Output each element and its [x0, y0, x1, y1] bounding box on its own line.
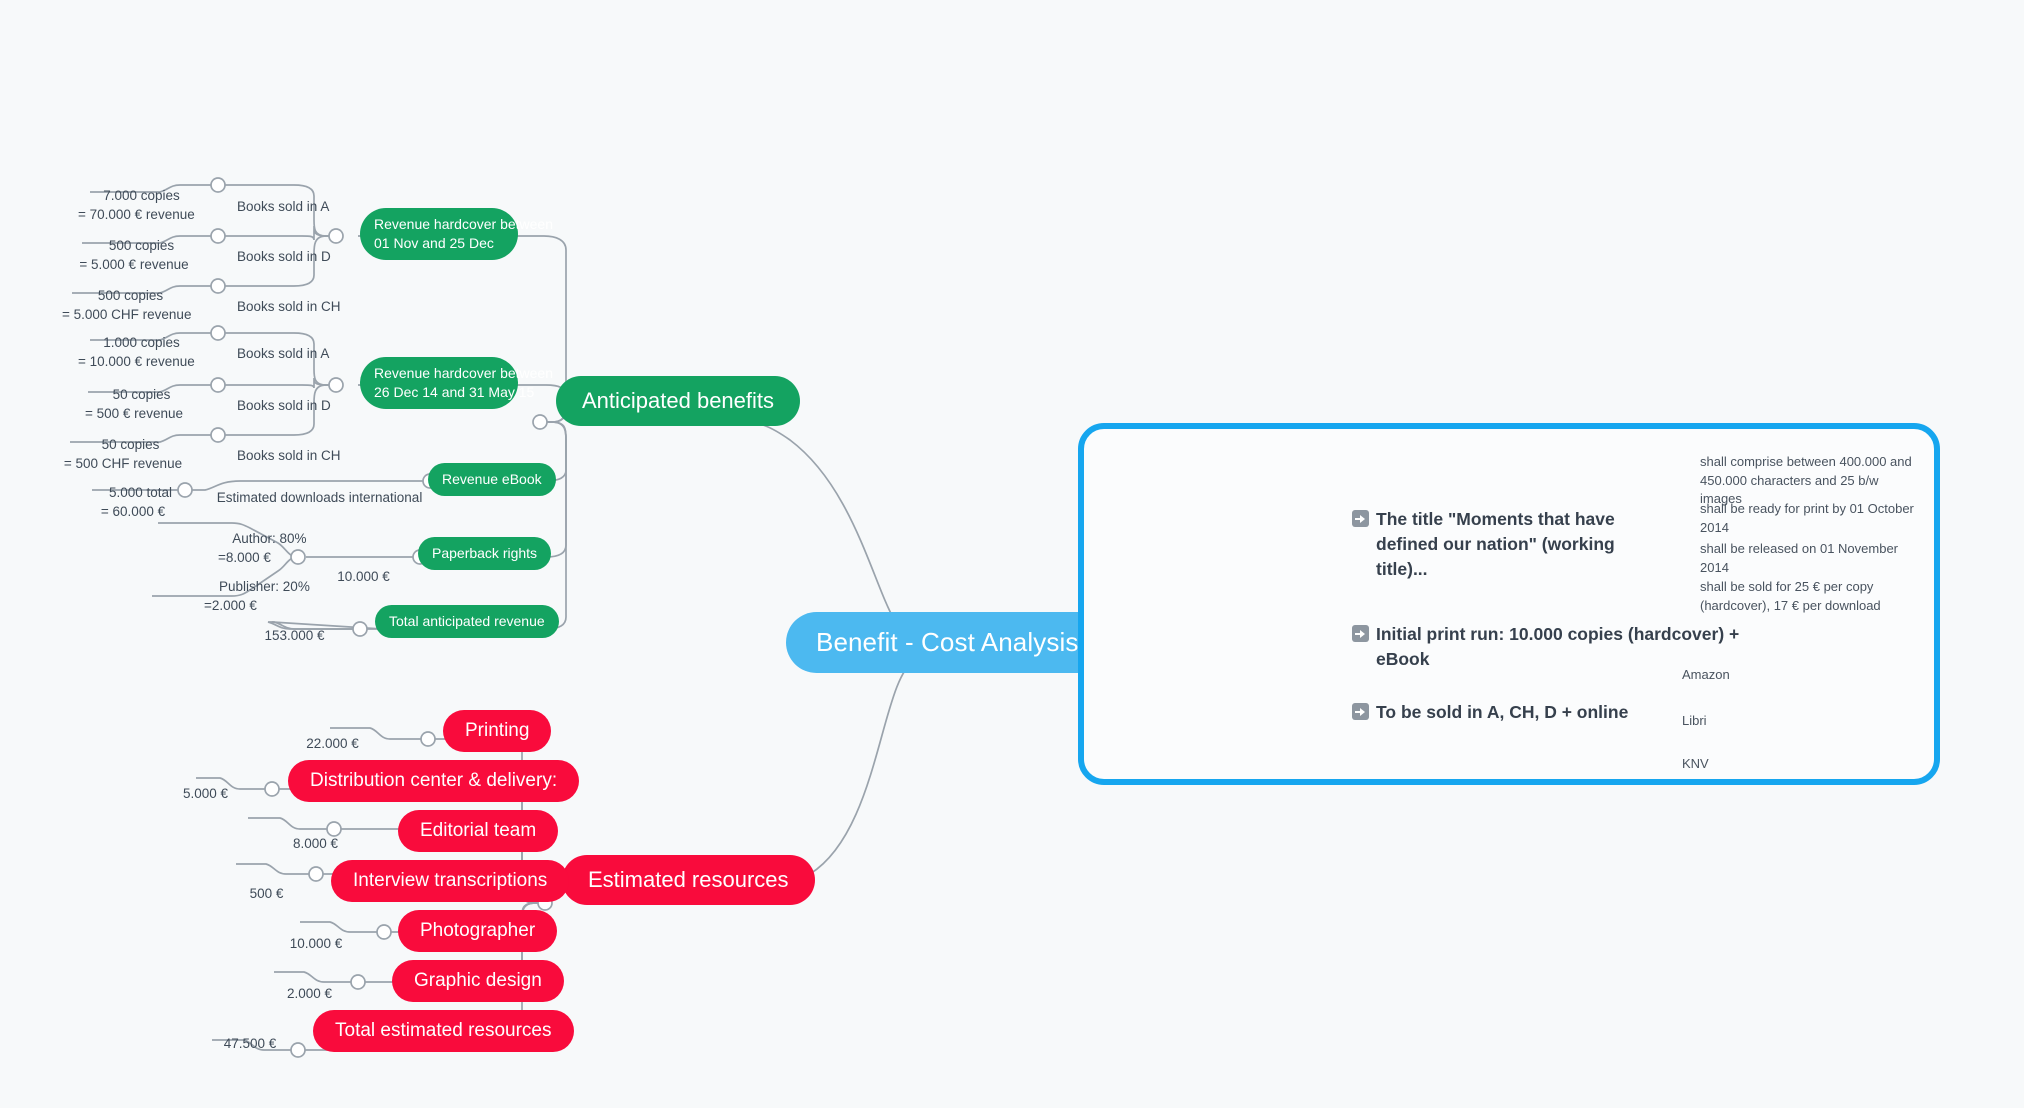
topic-printing[interactable]: Printing: [443, 710, 552, 753]
detail-topic-sales-regions-label: To be sold in A, CH, D + online: [1376, 702, 1629, 722]
right-arrow-emoji-icon: [1352, 703, 1369, 720]
leaf-copies-revenue-ch-2[interactable]: 50 copies = 500 CHF revenue: [63, 437, 183, 472]
central-node[interactable]: Benefit - Cost Analysis: [786, 612, 1109, 674]
detail-leaf-character-count[interactable]: shall comprise between 400.000 and 450.0…: [1700, 454, 1912, 507]
right-arrow-emoji-icon: [1352, 510, 1369, 527]
leaf-photographer-cost[interactable]: 10.000 €: [289, 936, 343, 952]
leaf-paperback-author-share[interactable]: Author: 80% =8.000 €: [218, 531, 307, 566]
leaf-copies-revenue-a-2[interactable]: 1.000 copies = 10.000 € revenue: [78, 335, 195, 370]
leaf-total-estimated-resources-cost[interactable]: 47.500 €: [223, 1036, 277, 1052]
right-arrow-emoji-icon: [1352, 625, 1369, 642]
branch-estimated-resources-label: Estimated resources: [588, 867, 789, 892]
detail-topic-book-title[interactable]: The title "Moments that have defined our…: [1352, 507, 1652, 582]
detail-leaf-knv[interactable]: KNV: [1682, 756, 1709, 771]
topic-revenue-hardcover-nov-dec-label: Revenue hardcover between 01 Nov and 25 …: [374, 216, 554, 251]
leaf-copies-revenue-a-1[interactable]: 7.000 copies = 70.000 € revenue: [78, 188, 195, 223]
leaf-copies-revenue-ch-1[interactable]: 500 copies = 5.000 CHF revenue: [62, 288, 192, 323]
detail-topic-initial-print-run[interactable]: Initial print run: 10.000 copies (hardco…: [1352, 622, 1772, 672]
detail-leaf-release-date[interactable]: shall be released on 01 November 2014: [1700, 541, 1899, 575]
leaf-copies-revenue-d-2[interactable]: 50 copies = 500 € revenue: [85, 387, 183, 422]
topic-editorial-team[interactable]: Editorial team: [398, 810, 559, 853]
topic-total-estimated-resources[interactable]: Total estimated resources: [313, 1010, 574, 1053]
leaf-graphic-design-cost[interactable]: 2.000 €: [286, 986, 333, 1002]
topic-revenue-hardcover-nov-dec[interactable]: Revenue hardcover between 01 Nov and 25 …: [360, 208, 553, 260]
detail-leaf-price[interactable]: shall be sold for 25 € per copy (hardcov…: [1700, 579, 1881, 613]
central-node-label: Benefit - Cost Analysis: [816, 627, 1079, 657]
subtopic-estimated-downloads-international[interactable]: Estimated downloads international: [216, 490, 423, 506]
leaf-editorial-team-cost[interactable]: 8.000 €: [292, 836, 339, 852]
subtopic-books-sold-in-d-2[interactable]: Books sold in D: [237, 398, 331, 414]
topic-photographer[interactable]: Photographer: [398, 910, 558, 953]
detail-panel-requirements: [1078, 423, 1940, 785]
leaf-total-anticipated-revenue-value[interactable]: 153.000 €: [264, 628, 325, 644]
subtopic-books-sold-in-a-2[interactable]: Books sold in A: [237, 346, 330, 362]
subtopic-books-sold-in-ch-1[interactable]: Books sold in CH: [237, 299, 341, 315]
topic-interview-transcriptions[interactable]: Interview transcriptions: [331, 860, 570, 903]
detail-leaf-print-ready-date[interactable]: shall be ready for print by 01 October 2…: [1700, 501, 1914, 535]
leaf-copies-revenue-d-1[interactable]: 500 copies = 5.000 € revenue: [79, 238, 189, 273]
detail-topic-sales-regions[interactable]: To be sold in A, CH, D + online: [1352, 700, 1652, 725]
topic-total-anticipated-revenue[interactable]: Total anticipated revenue: [375, 605, 559, 638]
subtopic-books-sold-in-ch-2[interactable]: Books sold in CH: [237, 448, 341, 464]
branch-anticipated-benefits-label: Anticipated benefits: [582, 388, 775, 413]
detail-topic-initial-print-run-label: Initial print run: 10.000 copies (hardco…: [1376, 624, 1740, 669]
leaf-distribution-cost[interactable]: 5.000 €: [182, 786, 229, 802]
leaf-ebook-downloads-total[interactable]: 5.000 total = 60.000 €: [100, 485, 173, 520]
topic-revenue-ebook[interactable]: Revenue eBook: [428, 463, 556, 496]
topic-revenue-hardcover-dec-may-label: Revenue hardcover between 26 Dec 14 and …: [374, 365, 554, 400]
topic-revenue-ebook-label: Revenue eBook: [442, 471, 542, 487]
detail-leaf-libri[interactable]: Libri: [1682, 713, 1707, 728]
topic-graphic-design[interactable]: Graphic design: [392, 960, 564, 1003]
detail-leaf-amazon[interactable]: Amazon: [1682, 667, 1730, 682]
leaf-printing-cost[interactable]: 22.000 €: [306, 736, 359, 752]
topic-distribution-center-delivery[interactable]: Distribution center & delivery:: [288, 760, 580, 803]
branch-estimated-resources[interactable]: Estimated resources: [562, 855, 815, 906]
branch-anticipated-benefits[interactable]: Anticipated benefits: [556, 376, 801, 427]
leaf-interview-transcriptions-cost[interactable]: 500 €: [249, 886, 284, 902]
topic-paperback-rights-label: Paperback rights: [432, 545, 538, 561]
subtopic-books-sold-in-a-1[interactable]: Books sold in A: [237, 199, 330, 215]
topic-revenue-hardcover-dec-may[interactable]: Revenue hardcover between 26 Dec 14 and …: [360, 357, 553, 409]
leaf-paperback-publisher-share[interactable]: Publisher: 20% =2.000 €: [204, 579, 310, 614]
topic-total-anticipated-revenue-label: Total anticipated revenue: [389, 613, 545, 629]
subtopic-books-sold-in-d-1[interactable]: Books sold in D: [237, 249, 331, 265]
topic-paperback-rights[interactable]: Paperback rights: [418, 537, 552, 570]
detail-topic-book-title-label: The title "Moments that have defined our…: [1376, 509, 1615, 579]
subtopic-paperback-amount[interactable]: 10.000 €: [337, 569, 390, 585]
